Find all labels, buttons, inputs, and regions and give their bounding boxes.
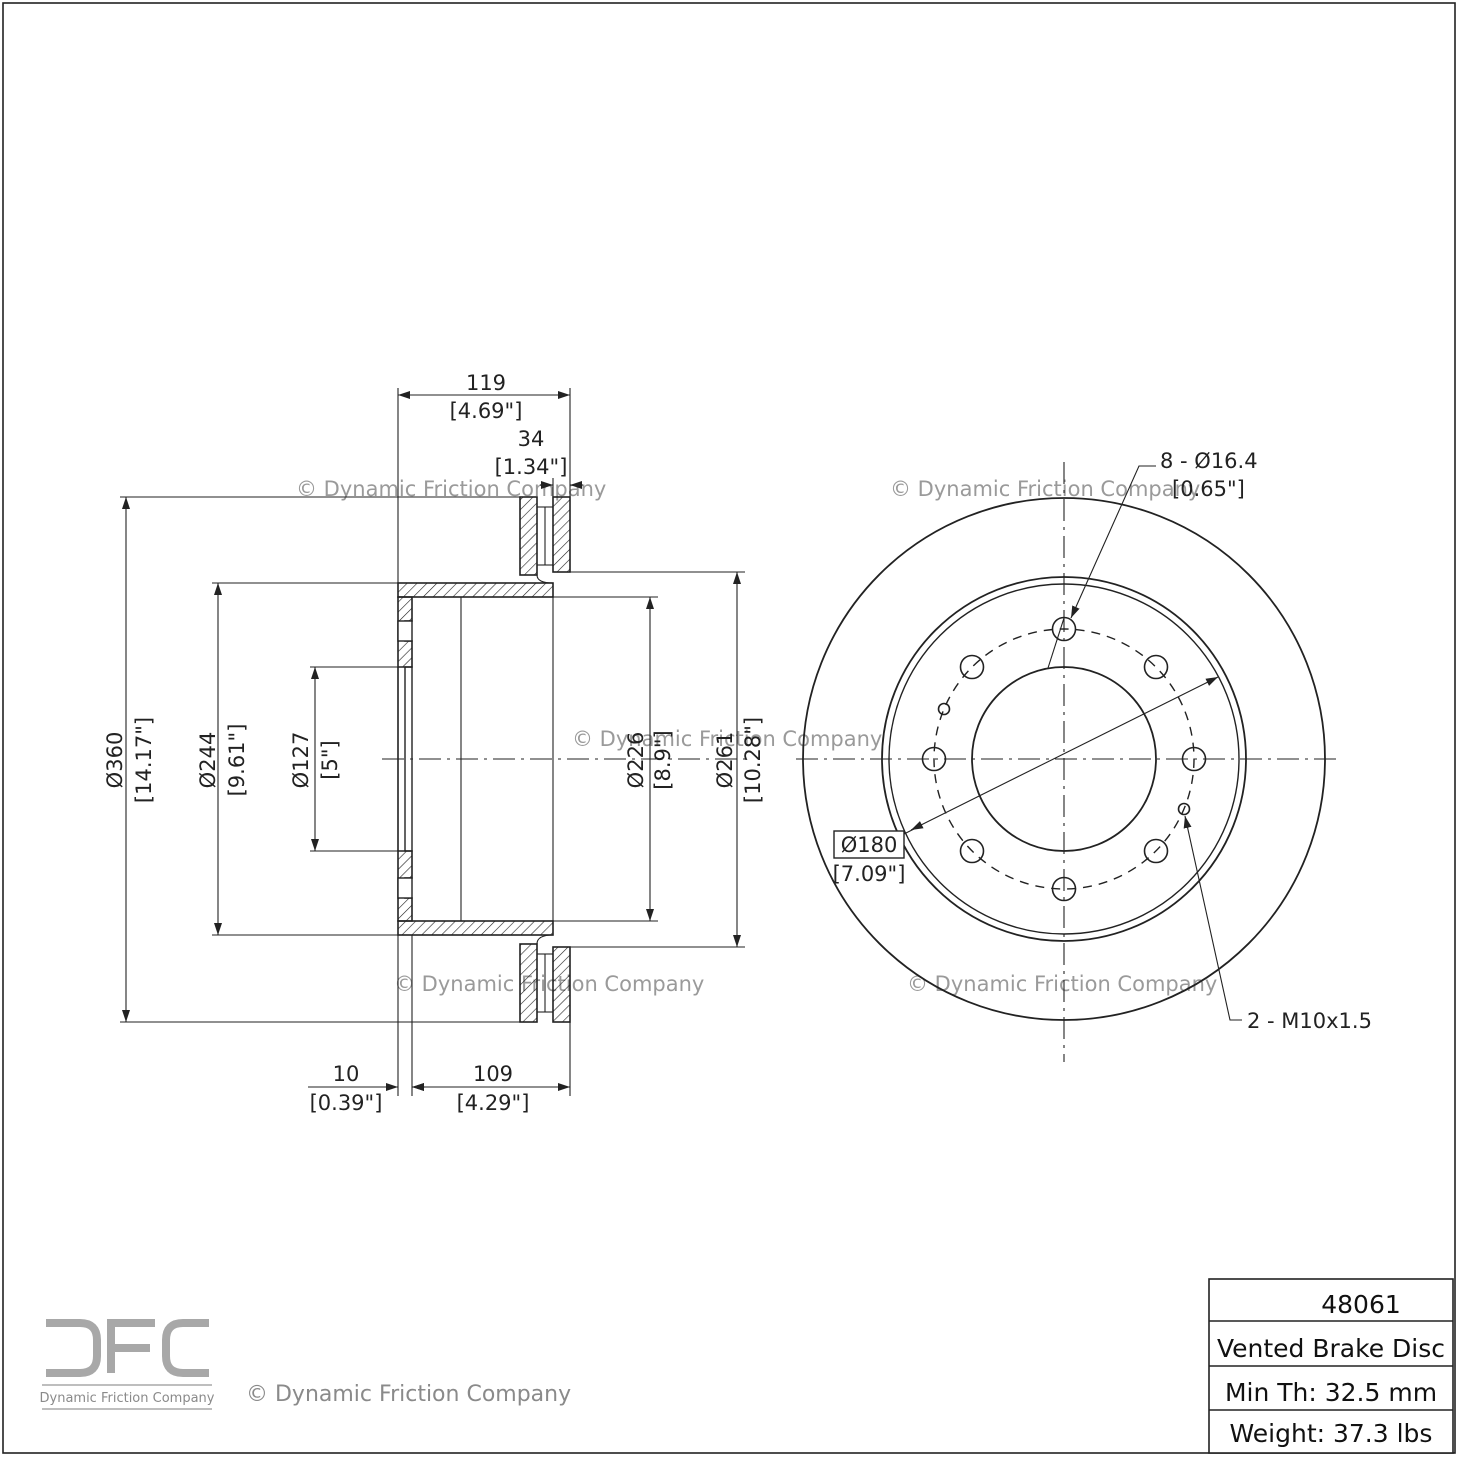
bolt-holes-mm: 8 - Ø16.4 bbox=[1160, 449, 1258, 473]
outer-edge bbox=[802, 497, 1326, 1021]
bolt-holes-in: [0.65"] bbox=[1172, 477, 1245, 501]
hat-thickness-mm: 10 bbox=[333, 1062, 360, 1086]
min-thickness: Min Th: 32.5 mm bbox=[1225, 1378, 1437, 1407]
friction-plate-outer-top bbox=[552, 496, 571, 573]
logo-letter-c bbox=[162, 1319, 209, 1377]
bolt-hole bbox=[1143, 654, 1169, 680]
hat-wall-bottom bbox=[397, 920, 554, 936]
friction-plate-inner-bottom bbox=[519, 943, 538, 1023]
dfc-logo: Dynamic Friction Company bbox=[40, 1319, 215, 1410]
center-bore-mm: Ø127 bbox=[289, 732, 313, 789]
logo-caption: Dynamic Friction Company bbox=[40, 1391, 215, 1406]
threaded-holes-label: 2 - M10x1.5 bbox=[1247, 1009, 1372, 1033]
friction-plate-outer-bottom bbox=[552, 946, 571, 1023]
hat-depth-in: [4.29"] bbox=[457, 1091, 530, 1115]
hat-thickness-in: [0.39"] bbox=[310, 1091, 383, 1115]
copyright-text: © Dynamic Friction Company bbox=[246, 1382, 571, 1407]
bolt-circle-dim-line bbox=[910, 676, 1219, 831]
hat-depth-mm: 109 bbox=[473, 1062, 513, 1086]
outer-diameter-in: [14.17"] bbox=[132, 717, 156, 803]
friction-inner-diameter-mm: Ø261 bbox=[713, 732, 737, 789]
part-number: 48061 bbox=[1321, 1290, 1401, 1319]
hat-diameter-in: [9.61"] bbox=[225, 724, 249, 797]
watermarks: © Dynamic Friction Company © Dynamic Fri… bbox=[296, 477, 1217, 996]
threaded-hole-leader bbox=[1183, 815, 1242, 1021]
disc-thickness-mm: 34 bbox=[518, 427, 545, 451]
outer-diameter-mm: Ø360 bbox=[103, 732, 127, 789]
weight: Weight: 37.3 lbs bbox=[1230, 1419, 1433, 1448]
logo-letter-f bbox=[107, 1319, 155, 1373]
title-block: 48061 Vented Brake Disc Min Th: 32.5 mm … bbox=[1208, 1278, 1454, 1454]
side-section-view: 119 [4.69"] 34 [1.34"] Ø360 [14.17"] Ø24… bbox=[103, 371, 765, 1115]
disc-thickness-in: [1.34"] bbox=[495, 455, 568, 479]
friction-plate-inner-top bbox=[519, 496, 538, 576]
bolt-circle-in: [7.09"] bbox=[833, 862, 906, 886]
hat-diameter-mm: Ø244 bbox=[196, 732, 220, 789]
bolt-hole bbox=[959, 838, 985, 864]
bolt-hole bbox=[959, 654, 985, 680]
hat-wall-top bbox=[397, 582, 554, 598]
bolt-hole-leader bbox=[1070, 465, 1156, 619]
bolt-circle-mm: Ø180 bbox=[841, 833, 898, 857]
bolt-hole bbox=[1051, 616, 1077, 642]
hat-outer-circle bbox=[881, 576, 1247, 942]
inner-diameter-in: [8.9"] bbox=[651, 730, 675, 789]
front-view: 8 - Ø16.4 [0.65"] Ø180 [7.09"] 2 - M10x1… bbox=[796, 449, 1372, 1062]
bolt-circle-box bbox=[833, 830, 905, 859]
overall-width-in: [4.69"] bbox=[450, 399, 523, 423]
bolt-hole bbox=[1143, 838, 1169, 864]
threaded-hole bbox=[937, 702, 951, 716]
bolt-hole bbox=[1051, 876, 1077, 902]
watermark-text: © Dynamic Friction Company bbox=[394, 972, 704, 996]
part-description: Vented Brake Disc bbox=[1217, 1334, 1445, 1363]
watermark-text: © Dynamic Friction Company bbox=[572, 727, 882, 751]
inner-diameter-mm: Ø226 bbox=[624, 732, 648, 789]
watermark-text: © Dynamic Friction Company bbox=[890, 477, 1200, 501]
center-bore-in: [5"] bbox=[318, 740, 342, 779]
overall-width-mm: 119 bbox=[466, 371, 506, 395]
friction-inner-diameter-in: [10.28"] bbox=[741, 717, 765, 803]
watermark-text: © Dynamic Friction Company bbox=[907, 972, 1217, 996]
logo-letter-d bbox=[46, 1319, 101, 1377]
hat-inner-circle bbox=[888, 583, 1240, 935]
